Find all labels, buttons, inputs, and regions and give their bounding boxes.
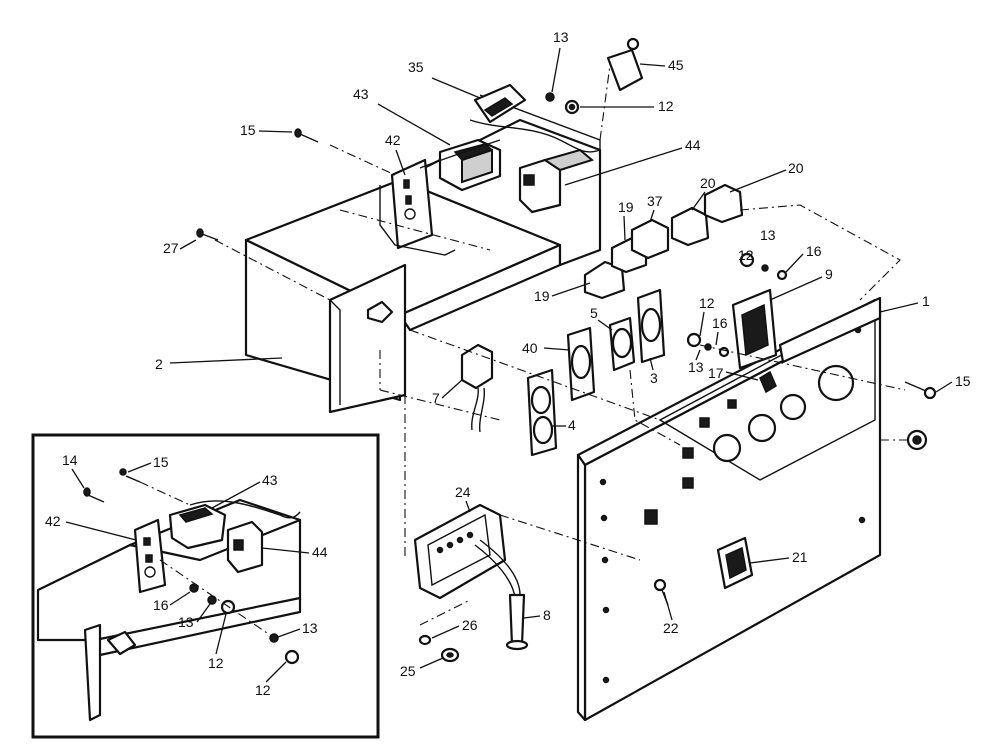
callout-13: 13	[688, 359, 704, 375]
callout-15: 15	[240, 122, 256, 138]
receptacle-5	[608, 316, 636, 372]
receptacle-9	[731, 288, 778, 370]
callout-13: 13	[553, 29, 569, 45]
callout-45: 45	[668, 57, 684, 73]
callout-42: 42	[45, 513, 61, 529]
callout-14: 14	[62, 452, 78, 468]
callout-19: 19	[534, 288, 550, 304]
housing-shell	[244, 94, 602, 414]
callout-12: 12	[738, 247, 754, 263]
callout-3: 3	[650, 370, 658, 386]
callout-20: 20	[700, 175, 716, 191]
side-bracket-1	[778, 296, 882, 364]
callout-13: 13	[302, 620, 318, 636]
wire-harness-upper	[419, 119, 601, 169]
power-cord-8	[474, 539, 529, 651]
inset-detail: 14 15 43 42 44 16 13 12 13 12	[31, 433, 380, 739]
relay-44	[518, 148, 595, 214]
switch-21	[716, 536, 754, 590]
plug-19-lower	[583, 260, 626, 300]
transformer-43	[438, 138, 502, 192]
callout-12: 12	[699, 295, 715, 311]
callout-9: 9	[825, 266, 833, 282]
callout-16: 16	[153, 597, 169, 613]
knob-right	[906, 429, 928, 451]
callout-15: 15	[955, 373, 971, 389]
callout-12: 12	[208, 655, 224, 671]
callout-21: 21	[792, 549, 808, 565]
callout-25: 25	[400, 663, 416, 679]
callout-12: 12	[255, 682, 271, 698]
callout-24: 24	[455, 484, 471, 500]
callout-1: 1	[922, 293, 930, 309]
callout-26: 26	[462, 617, 478, 633]
callout-35: 35	[408, 59, 424, 75]
callout-27: 27	[163, 240, 179, 256]
receptacle-4	[526, 368, 558, 457]
callout-19: 19	[618, 199, 634, 215]
callout-4: 4	[568, 417, 576, 433]
callout-8: 8	[543, 607, 551, 623]
callout-43: 43	[262, 472, 278, 488]
callout-40: 40	[522, 340, 538, 356]
callout-20: 20	[788, 160, 804, 176]
washer-26	[418, 634, 432, 646]
callout-16: 16	[806, 243, 822, 259]
callout-5: 5	[590, 305, 598, 321]
plug-20-upper	[703, 183, 744, 224]
callouts-main: 13 45 35 43 12 15 42 44 20 20 19 37 13 1…	[155, 29, 971, 679]
callout-43: 43	[353, 86, 369, 102]
callout-16: 16	[712, 315, 728, 331]
callout-44: 44	[685, 137, 701, 153]
callout-42: 42	[385, 132, 401, 148]
callout-15: 15	[153, 454, 169, 470]
callout-7: 7	[432, 390, 440, 406]
callout-44: 44	[312, 544, 328, 560]
callout-2: 2	[155, 356, 163, 372]
plug-20-lower	[670, 206, 710, 247]
terminal-block-35	[473, 83, 527, 124]
terminal-board-24	[413, 503, 507, 600]
assembly-lines	[214, 64, 910, 626]
grommet-25	[440, 647, 460, 663]
receptacle-3	[636, 288, 666, 364]
callout-12: 12	[658, 98, 674, 114]
receptacle-40	[566, 326, 596, 402]
callout-13: 13	[760, 227, 776, 243]
callout-37: 37	[647, 193, 663, 209]
callout-22: 22	[663, 620, 679, 636]
plug-37	[630, 218, 670, 260]
callout-17: 17	[708, 365, 724, 381]
callout-13: 13	[178, 614, 194, 630]
